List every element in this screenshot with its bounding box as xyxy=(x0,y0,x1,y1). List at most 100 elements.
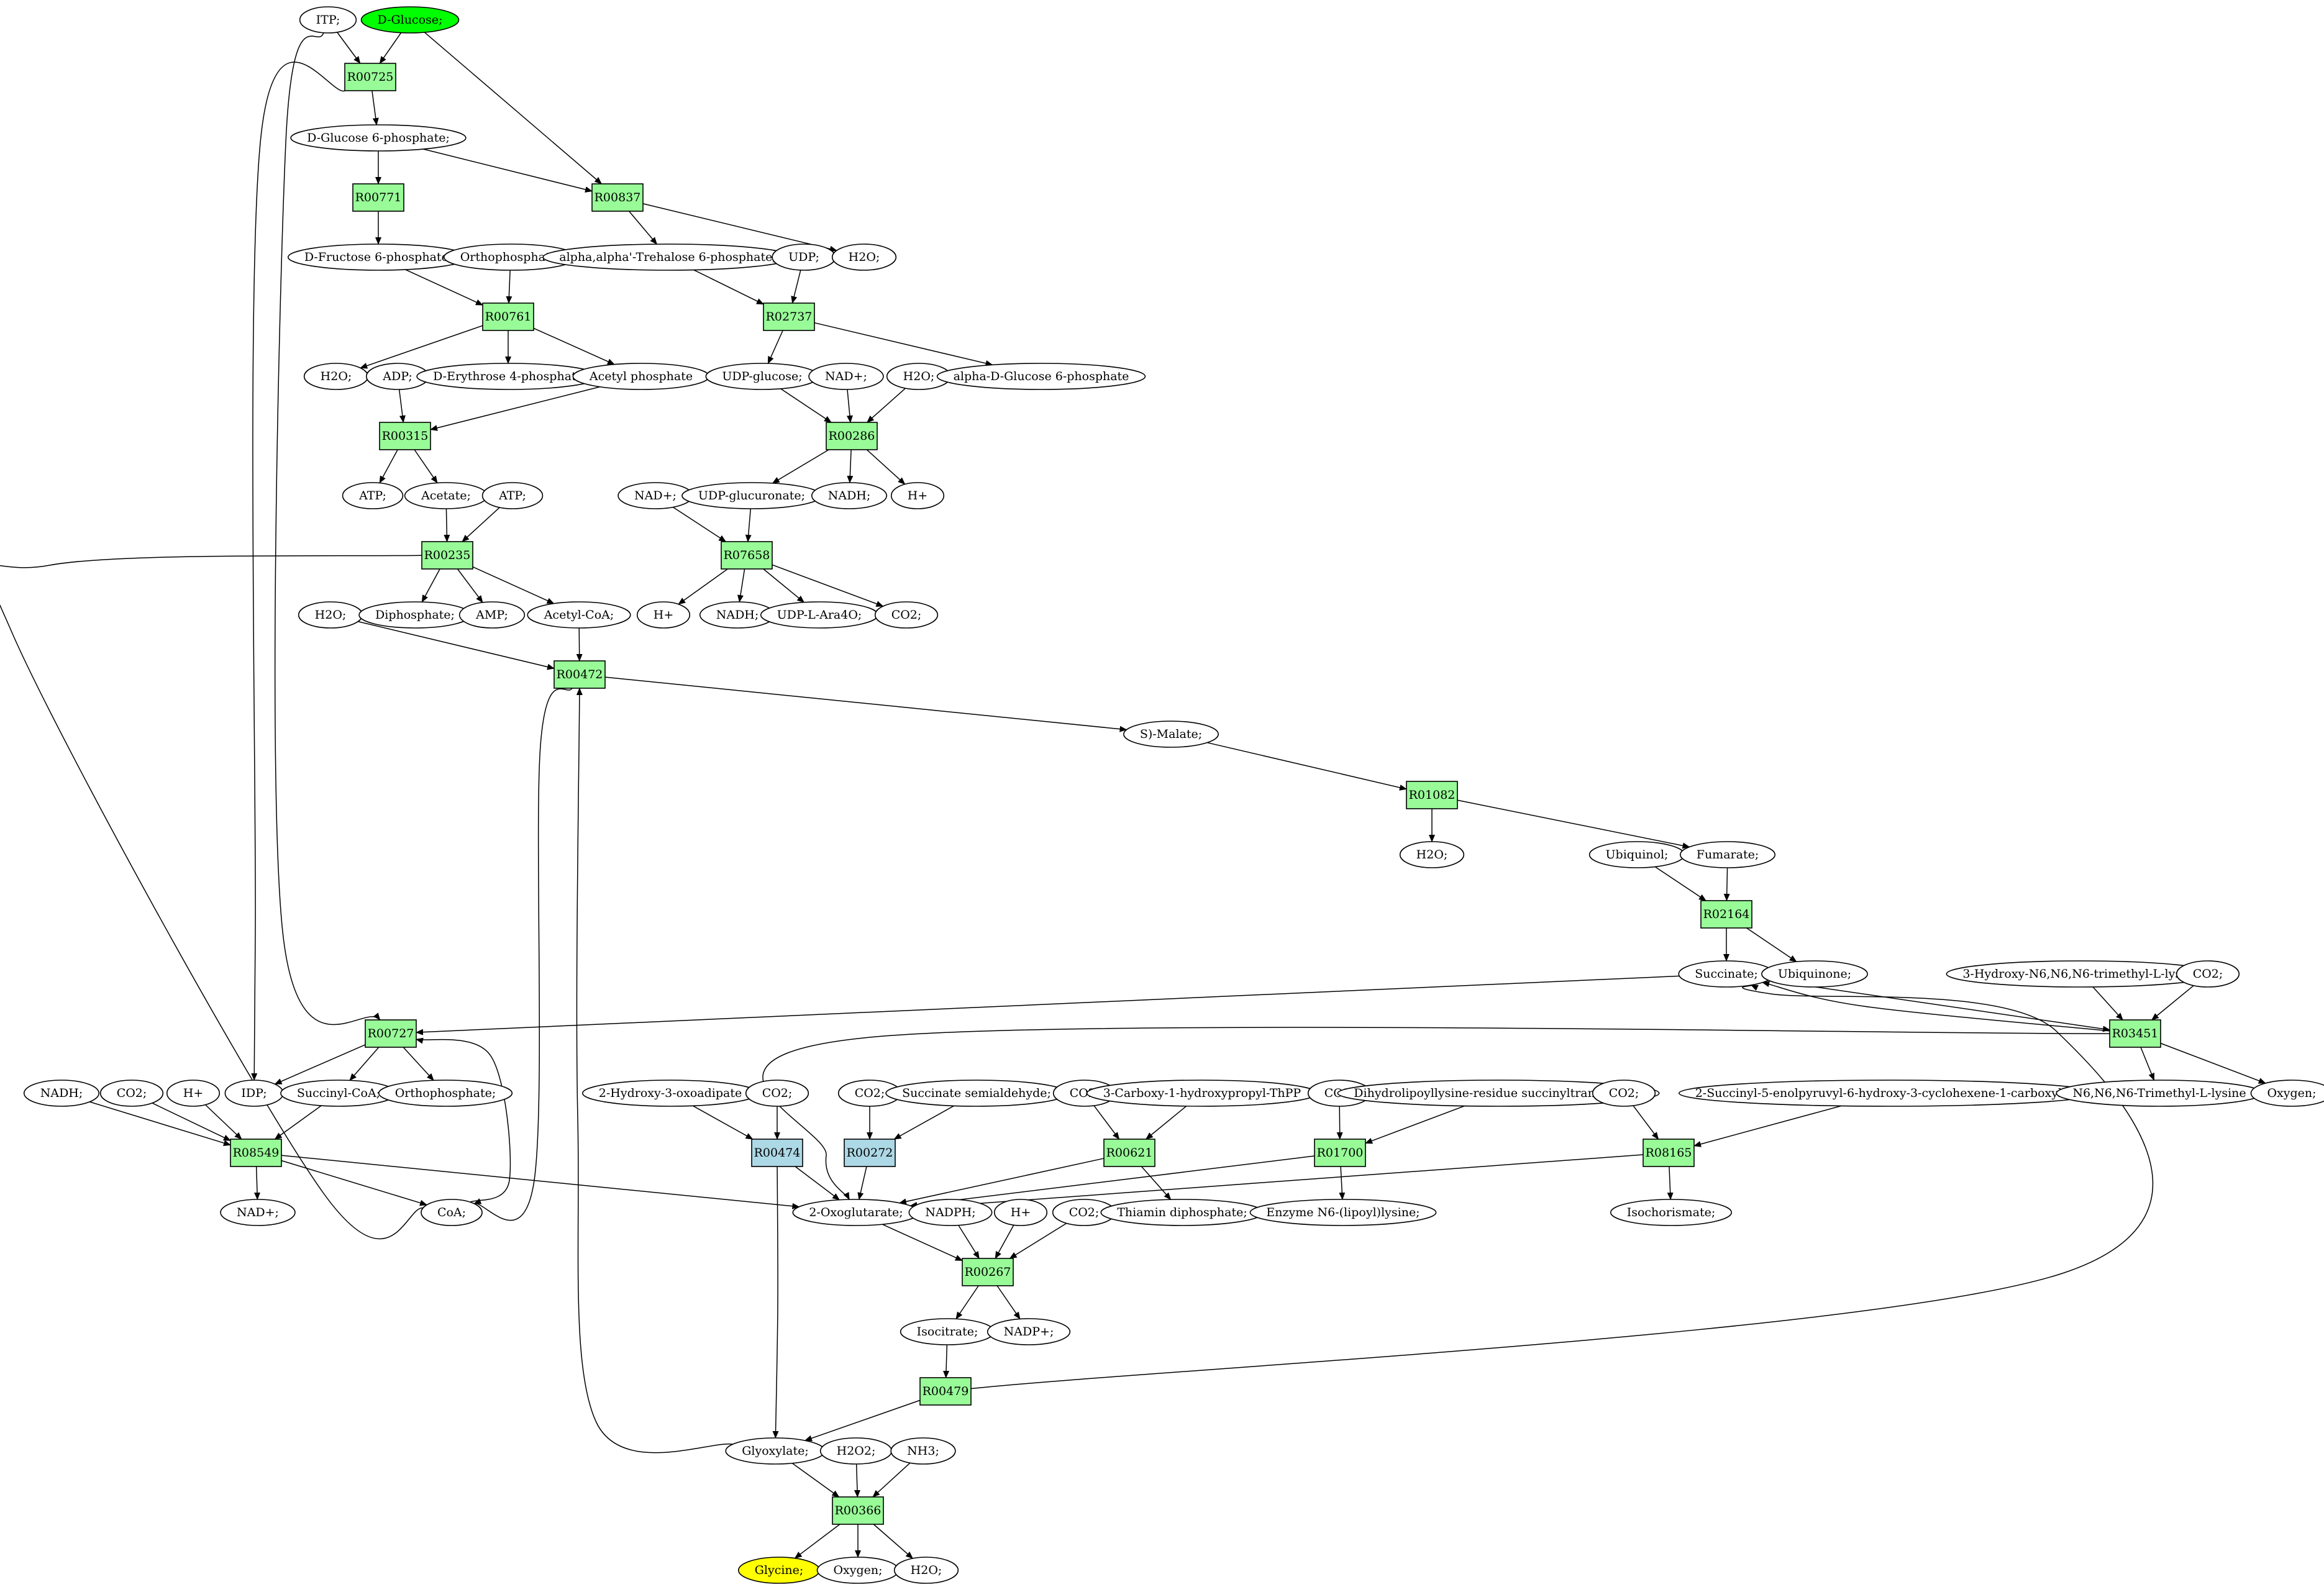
reaction-node-r00315[interactable]: R00315 xyxy=(379,422,431,450)
compound-node-chthpp[interactable]: 3-Carboxy-1-hydroxypropyl-ThPP xyxy=(1086,1080,1318,1107)
compound-node-co2-h[interactable]: CO2; xyxy=(1592,1080,1656,1107)
compound-node-ssa[interactable]: Succinate semialdehyde; xyxy=(885,1080,1068,1107)
compound-node-nadph[interactable]: NADPH; xyxy=(908,1199,993,1226)
compound-node-nh3[interactable]: NH3; xyxy=(890,1437,956,1465)
compound-node-g6p[interactable]: D-Glucose 6-phosphate; xyxy=(290,124,467,152)
compound-node-ppi[interactable]: Diphosphate; xyxy=(358,601,472,629)
compound-node-succ[interactable]: Succinate; xyxy=(1678,960,1775,988)
reaction-node-r00235[interactable]: R00235 xyxy=(421,541,473,570)
compound-node-h2o-d[interactable]: H2O; xyxy=(298,601,363,629)
compound-node-co2-b[interactable]: CO2; xyxy=(2176,960,2240,988)
compound-node-f6p[interactable]: D-Fructose 6-phosphate; xyxy=(288,243,469,271)
compound-node-h2o-e[interactable]: H2O; xyxy=(1399,841,1465,868)
reaction-node-r01700[interactable]: R01700 xyxy=(1314,1139,1366,1167)
compound-node-isoch[interactable]: Isochorismate; xyxy=(1610,1199,1733,1226)
reaction-node-r08549[interactable]: R08549 xyxy=(230,1139,282,1167)
compound-node-hoa[interactable]: 2-Hydroxy-3-oxoadipate xyxy=(581,1080,759,1107)
reaction-node-r00771[interactable]: R00771 xyxy=(352,183,404,212)
compound-node-fum[interactable]: Fumarate; xyxy=(1679,841,1776,868)
compound-node-accoa[interactable]: Acetyl-CoA; xyxy=(527,601,631,629)
compound-node-hp-a[interactable]: H+ xyxy=(890,482,945,509)
compound-node-sephchc[interactable]: 2-Succinyl-5-enolpyruvyl-6-hydroxy-3-cyc… xyxy=(1678,1080,2098,1107)
compound-node-udpga[interactable]: UDP-glucuronate; xyxy=(681,482,822,509)
compound-node-h2o-a[interactable]: H2O; xyxy=(831,243,897,271)
compound-label: UDP-glucuronate; xyxy=(698,489,805,502)
compound-node-e4p[interactable]: D-Erythrose 4-phosphate xyxy=(416,363,600,390)
compound-node-udpg[interactable]: UDP-glucose; xyxy=(705,363,819,390)
compound-node-co2-e[interactable]: CO2; xyxy=(837,1080,902,1107)
compound-node-o2-a[interactable]: Oxygen; xyxy=(2250,1080,2324,1107)
compound-node-udp[interactable]: UDP; xyxy=(772,243,836,271)
compound-node-succoa[interactable]: Succinyl-CoA; xyxy=(280,1080,397,1107)
reaction-node-r03451[interactable]: R03451 xyxy=(2109,1019,2161,1048)
compound-node-akg[interactable]: 2-Oxoglutarate; xyxy=(792,1199,920,1226)
compound-node-coa[interactable]: CoA; xyxy=(421,1199,483,1226)
compound-node-pi1[interactable]: Orthophosphate; xyxy=(443,243,578,271)
compound-node-ara4o[interactable]: UDP-L-Ara4O; xyxy=(760,601,879,629)
compound-node-h2o-b[interactable]: H2O; xyxy=(303,363,369,390)
reaction-node-r00837[interactable]: R00837 xyxy=(591,183,644,212)
compound-node-g6pa[interactable]: alpha-D-Glucose 6-phosphate xyxy=(936,363,1146,390)
compound-node-nadpp[interactable]: NADP+; xyxy=(987,1318,1071,1345)
compound-node-atp-b[interactable]: ATP; xyxy=(481,482,544,509)
reaction-node-r01082[interactable]: R01082 xyxy=(1406,781,1458,809)
reaction-node-r02164[interactable]: R02164 xyxy=(1700,900,1752,929)
compound-ellipse xyxy=(342,482,404,509)
compound-node-h2o-c[interactable]: H2O; xyxy=(886,363,952,390)
compound-node-h2o-f[interactable]: H2O; xyxy=(893,1557,959,1584)
compound-node-acp[interactable]: Acetyl phosphate xyxy=(572,363,710,390)
compound-node-dglc[interactable]: D-Glucose; xyxy=(360,6,460,34)
compound-node-nadh-b[interactable]: NADH; xyxy=(699,601,776,629)
compound-node-mal[interactable]: S)-Malate; xyxy=(1123,721,1219,748)
compound-node-amp[interactable]: AMP; xyxy=(458,601,526,629)
compound-node-co2-i[interactable]: CO2; xyxy=(1052,1199,1116,1226)
compound-node-gly[interactable]: Glycine; xyxy=(737,1557,821,1584)
compound-label: H2O; xyxy=(849,250,880,264)
reaction-box xyxy=(962,1258,1014,1286)
reaction-node-r00725[interactable]: R00725 xyxy=(344,63,396,91)
edge-udpg-to-r00286 xyxy=(780,388,832,423)
compound-node-tml[interactable]: N6,N6,N6-Trimethyl-L-lysine xyxy=(2056,1080,2263,1107)
compound-node-tre6p[interactable]: alpha,alpha'-Trehalose 6-phosphate; xyxy=(542,243,793,271)
compound-node-hp-b[interactable]: H+ xyxy=(636,601,691,629)
reaction-node-r00366[interactable]: R00366 xyxy=(832,1496,884,1525)
compound-node-co2-c[interactable]: CO2; xyxy=(99,1080,164,1107)
compound-node-nadp-c[interactable]: NAD+; xyxy=(220,1199,296,1226)
compound-node-co2-d[interactable]: CO2; xyxy=(745,1080,809,1107)
reaction-node-r00286[interactable]: R00286 xyxy=(826,422,878,450)
compound-node-nadh-a[interactable]: NADH; xyxy=(811,482,888,509)
compound-node-hp-d[interactable]: H+ xyxy=(993,1199,1048,1226)
compound-node-co2-a[interactable]: CO2; xyxy=(874,601,939,629)
edge-r08165-to-isoch xyxy=(1667,1166,1674,1200)
compound-node-lip[interactable]: Enzyme N6-(lipoyl)lysine; xyxy=(1249,1199,1437,1226)
reaction-node-r07658[interactable]: R07658 xyxy=(721,541,773,570)
compound-node-html[interactable]: 3-Hydroxy-N6,N6,N6-trimethyl-L-lysine xyxy=(1946,960,2217,988)
compound-node-ace[interactable]: Acetate; xyxy=(404,482,488,509)
compound-node-nadp-a[interactable]: NAD+; xyxy=(808,363,884,390)
compound-node-hp-c[interactable]: H+ xyxy=(166,1080,221,1107)
compound-node-uqh2[interactable]: Ubiquinol; xyxy=(1588,841,1685,868)
reaction-node-r08165[interactable]: R08165 xyxy=(1643,1139,1695,1167)
compound-node-isoc[interactable]: Isocitrate; xyxy=(900,1318,995,1345)
compound-node-atp-a[interactable]: ATP; xyxy=(342,482,404,509)
compound-node-dlst[interactable]: Dihydrolipoyllysine-residue succinyltran… xyxy=(1337,1080,1660,1107)
compound-node-o2-b[interactable]: Oxygen; xyxy=(816,1557,900,1584)
compound-node-h2o2[interactable]: H2O2; xyxy=(819,1437,893,1465)
compound-node-uq[interactable]: Ubiquinone; xyxy=(1761,960,1868,988)
reaction-node-r00621[interactable]: R00621 xyxy=(1103,1139,1155,1167)
reaction-node-r02737[interactable]: R02737 xyxy=(763,302,815,331)
compound-node-itp[interactable]: ITP; xyxy=(299,6,357,34)
compound-node-nadp-b[interactable]: NAD+; xyxy=(617,482,693,509)
reaction-node-r00761[interactable]: R00761 xyxy=(482,302,534,331)
compound-node-thdp[interactable]: Thiamin diphosphate; xyxy=(1100,1199,1264,1226)
reaction-node-r00479[interactable]: R00479 xyxy=(919,1377,972,1406)
compound-node-nadh-c[interactable]: NADH; xyxy=(23,1080,100,1107)
reaction-node-r00472[interactable]: R00472 xyxy=(554,660,606,689)
compound-node-pi2[interactable]: Orthophosphate; xyxy=(378,1080,513,1107)
reaction-node-r00272[interactable]: R00272 xyxy=(844,1139,896,1167)
compound-node-glx[interactable]: Glyoxylate; xyxy=(725,1437,826,1465)
reaction-node-r00474[interactable]: R00474 xyxy=(751,1139,803,1167)
reaction-node-r00727[interactable]: R00727 xyxy=(365,1019,417,1048)
compound-node-idp[interactable]: IDP; xyxy=(224,1080,284,1107)
reaction-node-r00267[interactable]: R00267 xyxy=(962,1258,1014,1286)
